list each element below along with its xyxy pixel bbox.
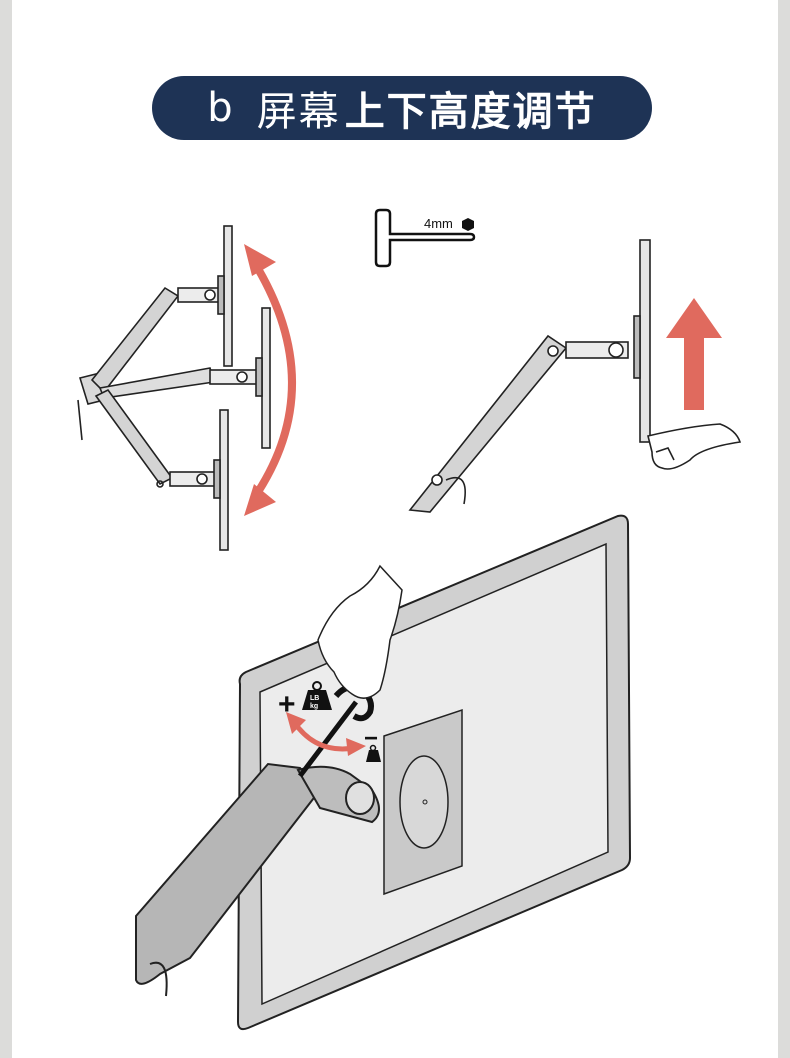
- hex-key-icon: [374, 208, 476, 268]
- tension-direction-arrow: [286, 712, 366, 756]
- raise-arrow: [666, 298, 722, 410]
- raise-screen-illustration: [408, 239, 742, 513]
- section-letter: b: [207, 85, 235, 131]
- section-title: b 屏幕 上下高度调节: [152, 76, 652, 140]
- decrease-weight-icon: −: [364, 725, 381, 762]
- weight-unit-lb: LB: [310, 695, 319, 702]
- arm-tilt-illustration: [77, 225, 271, 551]
- tool-size-label: 4mm: [424, 216, 453, 231]
- hex-shape-icon: [462, 218, 474, 231]
- increase-weight-icon: + LB kg: [278, 681, 332, 721]
- section-title-bold: 上下高度调节: [344, 89, 597, 135]
- tension-adjustment-illustration: [135, 514, 632, 1031]
- section-title-light: 屏幕: [256, 89, 341, 135]
- weight-unit-kg: kg: [310, 703, 318, 710]
- increase-symbol: +: [278, 688, 296, 721]
- tilt-range-arrow: [244, 244, 296, 516]
